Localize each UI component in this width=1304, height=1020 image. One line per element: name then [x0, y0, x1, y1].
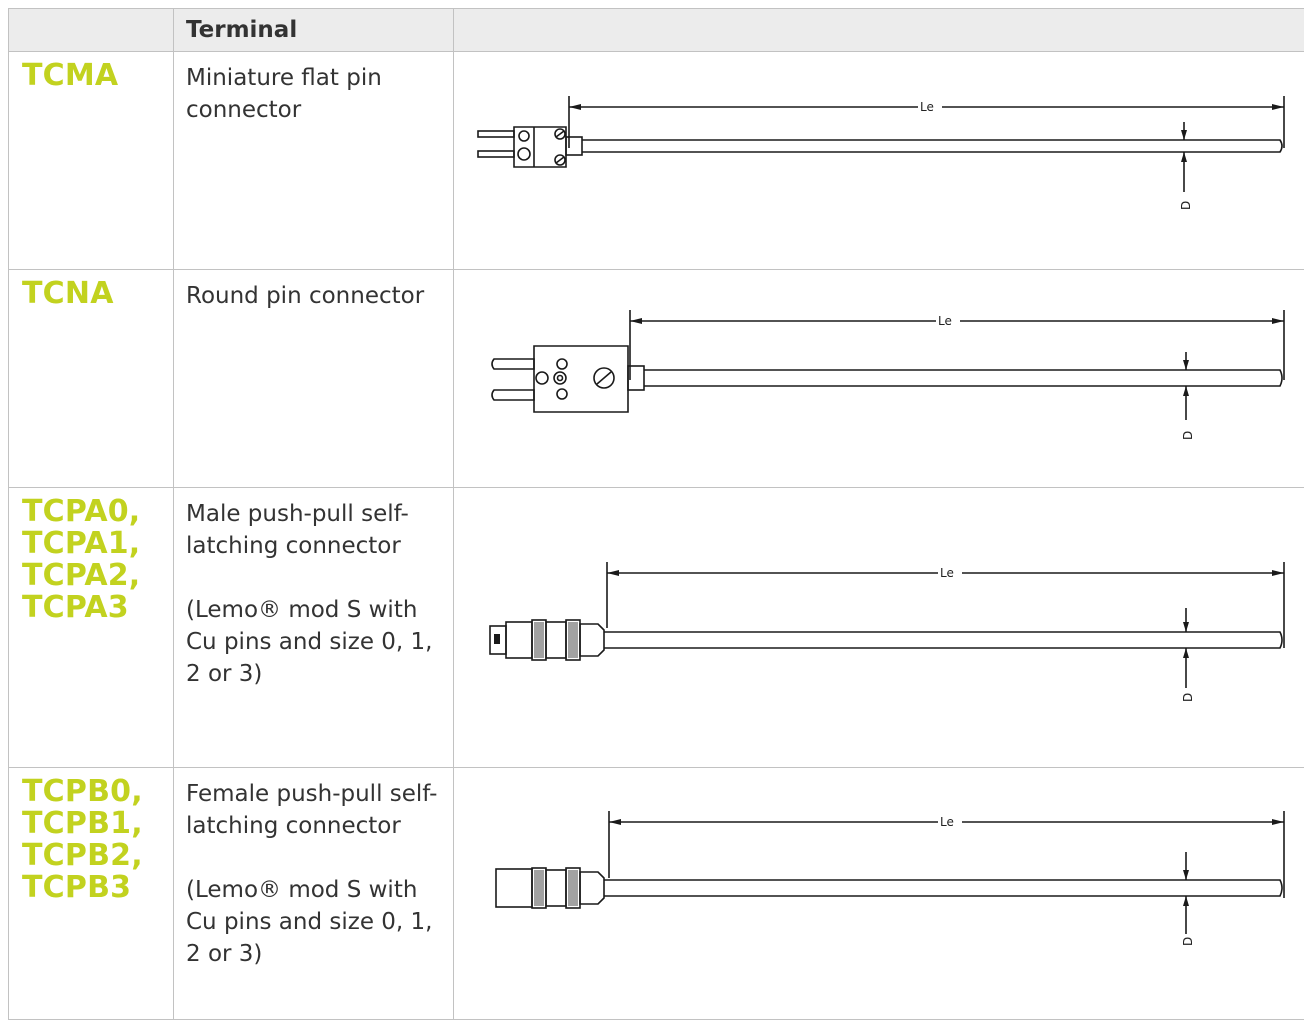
diameter-dimension-label: D [1179, 201, 1193, 210]
round-pin-connector-drawing: Le D [454, 270, 1304, 486]
code-cell: TCPB0, TCPB1, TCPB2, TCPB3 [9, 768, 174, 1020]
terminal-description: Female push-pull self-latching connector [186, 778, 441, 842]
code-line: TCPB3 [22, 872, 173, 904]
drawing-cell: Le D [454, 488, 1304, 768]
code-line: TCPB1, [22, 808, 173, 840]
terminal-code: TCPA0, TCPA1, TCPA2, TCPA3 [9, 488, 173, 624]
female-push-pull-connector-drawing: Le D [454, 768, 1304, 1018]
table-row: TCNA Round pin connector [9, 270, 1304, 488]
diameter-dimension-label: D [1181, 431, 1195, 440]
code-cell: TCNA [9, 270, 174, 488]
code-cell: TCPA0, TCPA1, TCPA2, TCPA3 [9, 488, 174, 768]
code-cell: TCMA [9, 52, 174, 270]
header-drawing-cell [454, 9, 1304, 52]
drawing-cell: Le D [454, 768, 1304, 1020]
terminal-description: Miniature flat pin connector [186, 62, 441, 126]
table-row: TCPA0, TCPA1, TCPA2, TCPA3 Male push-pul… [9, 488, 1304, 768]
flat-pin-connector-drawing: Le D [454, 52, 1304, 268]
terminal-code: TCNA [9, 270, 173, 310]
header-code-cell [9, 9, 174, 52]
table-header-row: Terminal [9, 9, 1304, 52]
diameter-dimension-label: D [1181, 937, 1195, 946]
terminal-note: (Lemo® mod S with Cu pins and size 0, 1,… [186, 874, 441, 970]
description-cell: Round pin connector [174, 270, 454, 488]
code-line: TCPB0, [22, 776, 173, 808]
description-cell: Male push-pull self-latching connector (… [174, 488, 454, 768]
code-line: TCPB2, [22, 840, 173, 872]
terminal-note: (Lemo® mod S with Cu pins and size 0, 1,… [186, 594, 441, 690]
drawing-cell: Le D [454, 270, 1304, 488]
length-dimension-label: Le [940, 815, 954, 829]
code-line: TCPA2, [22, 560, 173, 592]
terminal-description: Male push-pull self-latching connector [186, 498, 441, 562]
description-cell: Female push-pull self-latching connector… [174, 768, 454, 1020]
terminal-description: Round pin connector [186, 280, 441, 312]
drawing-cell: Le D [454, 52, 1304, 270]
diameter-dimension-label: D [1181, 693, 1195, 702]
length-dimension-label: Le [920, 100, 934, 114]
length-dimension-label: Le [940, 566, 954, 580]
code-line: TCPA0, [22, 496, 173, 528]
table-row: TCPB0, TCPB1, TCPB2, TCPB3 Female push-p… [9, 768, 1304, 1020]
terminal-code: TCPB0, TCPB1, TCPB2, TCPB3 [9, 768, 173, 904]
table-row: TCMA Miniature flat pin connector [9, 52, 1304, 270]
length-dimension-label: Le [938, 314, 952, 328]
terminal-table: Terminal TCMA Miniature flat pin connect… [8, 8, 1304, 1020]
code-line: TCPA3 [22, 592, 173, 624]
code-line: TCPA1, [22, 528, 173, 560]
header-terminal: Terminal [174, 9, 454, 52]
male-push-pull-connector-drawing: Le D [454, 488, 1304, 766]
description-cell: Miniature flat pin connector [174, 52, 454, 270]
terminal-code: TCMA [9, 52, 173, 92]
